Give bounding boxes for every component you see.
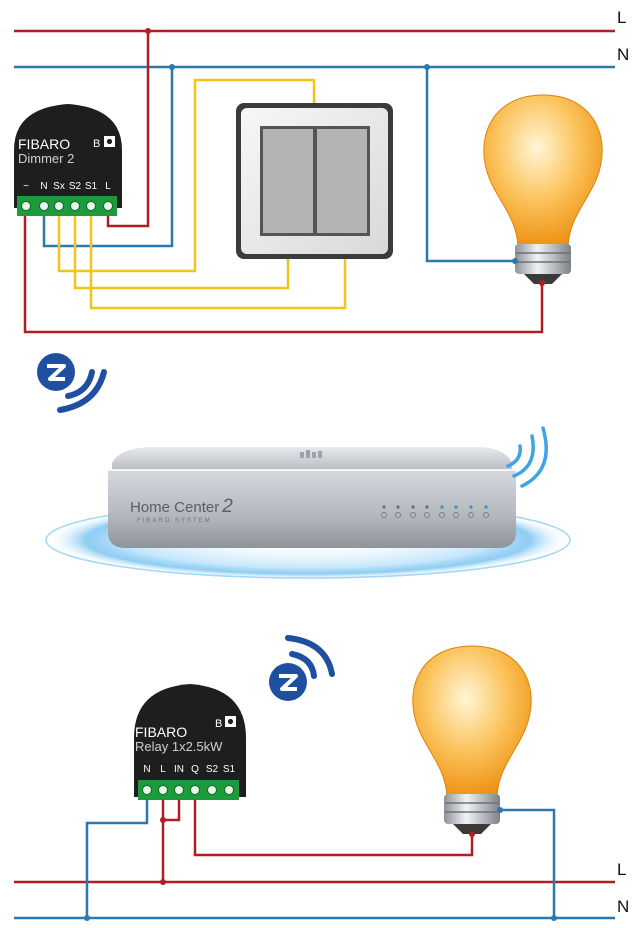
status-led xyxy=(411,505,415,509)
bulb-neutral-wire-bottom xyxy=(500,808,556,918)
relay-terminal-label: S2 xyxy=(206,764,219,775)
relay-terminal-label: IN xyxy=(174,764,184,775)
dimmer-terminal-block xyxy=(17,196,117,216)
status-icon xyxy=(439,512,445,518)
relay-terminal-label: S1 xyxy=(223,764,236,775)
dimmer-output-wire xyxy=(23,208,544,334)
dimmer-live-wire xyxy=(106,31,150,228)
relay-module: FIBARO Relay 1x2.5kW B N L IN Q S2 S1 xyxy=(134,684,246,800)
relay-terminal-screws xyxy=(142,785,234,795)
top-live-label: L xyxy=(617,8,626,27)
status-icon xyxy=(424,512,430,518)
dimmer-terminal-label: L xyxy=(105,181,111,192)
dimmer-terminal-label: ~ xyxy=(23,181,29,192)
status-led xyxy=(440,505,444,509)
dimmer-model: Dimmer 2 xyxy=(18,151,74,166)
status-led xyxy=(469,505,473,509)
status-led xyxy=(454,505,458,509)
relay-terminal-labels: N L IN Q S2 S1 xyxy=(143,764,235,775)
status-icon xyxy=(395,512,401,518)
top-neutral-label: N xyxy=(617,45,629,64)
dimmer-terminal-labels: ~ N Sx S2 S1 L xyxy=(23,181,111,192)
light-bulb-icon xyxy=(412,645,532,837)
status-led xyxy=(484,505,488,509)
status-icon xyxy=(453,512,459,518)
bulb-neutral-wire xyxy=(425,67,514,263)
status-icon xyxy=(381,512,387,518)
switch-rocker-left[interactable] xyxy=(263,129,313,233)
status-icon xyxy=(483,512,489,518)
status-led xyxy=(396,505,400,509)
dimmer-terminal-label: Sx xyxy=(53,181,65,192)
dimmer-terminal-label: S1 xyxy=(85,181,98,192)
relay-terminal-label: L xyxy=(160,764,166,775)
dimmer-button-label: B xyxy=(93,138,100,150)
controller-subtitle: FIBARO SYSTEM xyxy=(137,518,212,524)
relay-brand: FIBARO xyxy=(135,724,187,740)
status-led xyxy=(382,505,386,509)
bottom-neutral-label: N xyxy=(617,897,629,916)
light-bulb-icon xyxy=(483,94,603,286)
relay-live-jumper xyxy=(163,797,181,822)
dimmer-terminal-label: S2 xyxy=(69,181,82,192)
switch-common-wire xyxy=(57,78,316,273)
wireless-signal-icon xyxy=(506,426,548,488)
controller-status-leds xyxy=(381,505,489,518)
dimmer-module: FIBARO Dimmer 2 B ~ N Sx S2 S1 L xyxy=(14,104,122,216)
wall-switch-icon xyxy=(236,103,393,259)
relay-output-wire xyxy=(193,797,474,857)
status-icon xyxy=(410,512,416,518)
fibaro-logo-icon xyxy=(300,450,322,458)
dimmer-terminal-screws xyxy=(21,201,113,211)
dimmer-terminal-label: N xyxy=(40,181,47,192)
dimmer-brand: FIBARO xyxy=(18,136,70,152)
switch-rocker-right[interactable] xyxy=(317,129,367,233)
status-icon xyxy=(468,512,474,518)
status-led xyxy=(425,505,429,509)
top-wiring xyxy=(14,28,615,334)
zwave-icon xyxy=(269,635,335,701)
relay-model: Relay 1x2.5kW xyxy=(135,739,223,754)
relay-terminal-label: N xyxy=(143,764,150,775)
relay-terminal-block xyxy=(138,780,239,800)
switch-s1-wire xyxy=(89,208,347,310)
bottom-wiring xyxy=(14,797,615,921)
zwave-icon xyxy=(37,353,107,413)
relay-neutral-wire xyxy=(85,797,149,918)
bottom-live-label: L xyxy=(617,860,626,879)
relay-terminal-label: Q xyxy=(191,764,199,775)
switch-s2-wire xyxy=(73,208,290,290)
dimmer-neutral-wire xyxy=(42,67,174,248)
relay-button-label: B xyxy=(215,718,222,730)
